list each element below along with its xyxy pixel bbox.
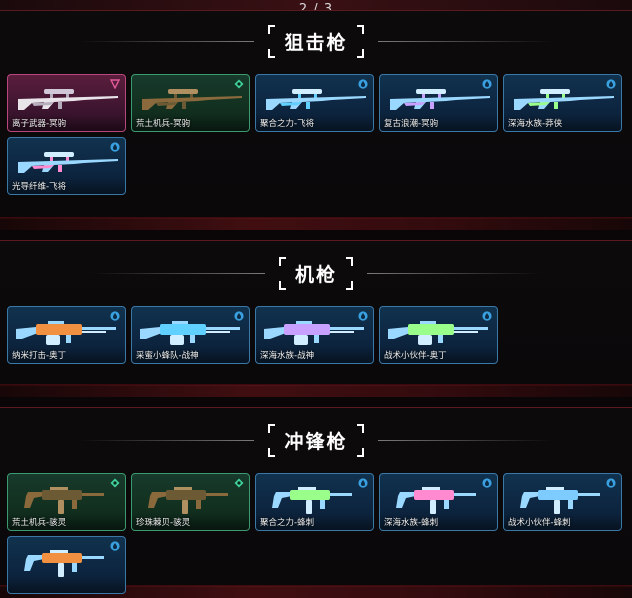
weapon-skin-card[interactable]: 离子武器-冥驹 bbox=[7, 74, 126, 132]
drop-badge-icon bbox=[110, 541, 120, 551]
sniper-rifle-icon bbox=[18, 89, 118, 110]
drop-badge-icon bbox=[358, 478, 368, 488]
weapon-skin-card[interactable]: 深海水族-莽侠 bbox=[503, 74, 622, 132]
weapon-skin-name: 纳米打击-奥丁 bbox=[12, 351, 67, 361]
smg-icon bbox=[272, 487, 352, 514]
divider-line bbox=[79, 40, 255, 42]
smg-icon bbox=[520, 487, 600, 514]
weapon-skin-name: 采蜜小蜂队-战神 bbox=[136, 351, 199, 361]
machine-gun-icon bbox=[140, 321, 240, 345]
drop-badge-icon bbox=[110, 311, 120, 321]
divider-line bbox=[79, 439, 255, 441]
section-machinegun: 机枪 纳米打击-奥丁 采蜜小蜂队-战神 bbox=[0, 240, 632, 397]
sniper-rifle-icon bbox=[390, 89, 490, 110]
divider-line bbox=[367, 272, 542, 274]
weapon-skin-card[interactable]: 战术小伙伴-蜂刺 bbox=[503, 473, 622, 531]
weapon-skin-card[interactable]: 复古浪潮-冥驹 bbox=[379, 74, 498, 132]
weapon-skin-name: 复古浪潮-冥驹 bbox=[384, 119, 439, 129]
drop-badge-icon bbox=[606, 478, 616, 488]
section-title: 狙击枪 bbox=[268, 24, 364, 58]
weapon-skin-card[interactable]: 聚合之力-飞将 bbox=[255, 74, 374, 132]
weapon-skin-name: 珍珠棘贝-骇灵 bbox=[136, 518, 191, 528]
section-header: 机枪 bbox=[0, 256, 632, 290]
weapon-skin-name: 光导纤维-飞将 bbox=[12, 182, 67, 192]
drop-badge-icon bbox=[110, 142, 120, 152]
drop-badge-icon bbox=[234, 311, 244, 321]
sniper-rifle-icon bbox=[514, 89, 614, 110]
drop-badge-icon bbox=[358, 311, 368, 321]
smg-icon bbox=[148, 487, 228, 514]
section-title-text: 机枪 bbox=[294, 263, 337, 286]
weapon-skin-card[interactable]: 采蜜小蜂队-战神 bbox=[131, 306, 250, 364]
section-sniper: 狙击枪 离子武器-冥驹 荒土机兵-冥驹 bbox=[0, 10, 632, 230]
weapon-skin-card[interactable]: 聚合之力-蜂刺 bbox=[255, 473, 374, 531]
machine-gun-icon bbox=[264, 321, 364, 345]
diamond-badge-icon bbox=[234, 79, 244, 89]
drop-badge-icon bbox=[482, 79, 492, 89]
weapon-skin-card[interactable]: 珍珠棘贝-骇灵 bbox=[131, 473, 250, 531]
diamond-badge-icon bbox=[110, 478, 120, 488]
divider-line bbox=[89, 272, 265, 274]
weapon-skin-card[interactable] bbox=[7, 536, 126, 594]
smg-icon bbox=[24, 550, 104, 577]
section-title-text: 狙击枪 bbox=[284, 31, 348, 54]
weapon-skin-name: 战术小伙伴-奥丁 bbox=[384, 351, 447, 361]
weapon-skin-name: 聚合之力-蜂刺 bbox=[260, 518, 315, 528]
section-title: 冲锋枪 bbox=[268, 423, 364, 457]
machine-gun-icon bbox=[16, 321, 116, 345]
diamond-badge-icon bbox=[234, 478, 244, 488]
weapon-skin-card[interactable]: 深海水族-战神 bbox=[255, 306, 374, 364]
section-smg: 冲锋枪 荒土机兵-骇灵 珍珠棘贝-骇灵 聚合之力-蜂刺 bbox=[0, 407, 632, 598]
smg-icon bbox=[24, 487, 104, 514]
weapon-skin-card[interactable]: 荒土机兵-骇灵 bbox=[7, 473, 126, 531]
weapon-skin-name: 荒土机兵-冥驹 bbox=[136, 119, 191, 129]
weapon-skin-name: 聚合之力-飞将 bbox=[260, 119, 315, 129]
weapon-skin-name: 荒土机兵-骇灵 bbox=[12, 518, 67, 528]
weapon-skin-name: 深海水族-莽侠 bbox=[508, 119, 563, 129]
weapon-skin-name: 深海水族-蜂刺 bbox=[384, 518, 439, 528]
weapon-skin-name: 战术小伙伴-蜂刺 bbox=[508, 518, 571, 528]
machine-gun-icon bbox=[388, 321, 488, 345]
section-header: 冲锋枪 bbox=[0, 423, 632, 457]
drop-badge-icon bbox=[482, 478, 492, 488]
drop-badge-icon bbox=[482, 311, 492, 321]
drop-badge-icon bbox=[606, 79, 616, 89]
triangle-badge-icon bbox=[110, 79, 120, 89]
sniper-rifle-icon bbox=[18, 152, 118, 173]
drop-badge-icon bbox=[358, 79, 368, 89]
weapon-skin-card[interactable]: 深海水族-蜂刺 bbox=[379, 473, 498, 531]
weapon-skin-name: 离子武器-冥驹 bbox=[12, 119, 67, 129]
weapon-skin-card[interactable]: 荒土机兵-冥驹 bbox=[131, 74, 250, 132]
weapon-skin-card[interactable]: 光导纤维-飞将 bbox=[7, 137, 126, 195]
divider-line bbox=[377, 439, 553, 441]
weapon-skin-name: 深海水族-战神 bbox=[260, 351, 315, 361]
section-header: 狙击枪 bbox=[0, 24, 632, 58]
smg-icon bbox=[396, 487, 476, 514]
sniper-rifle-icon bbox=[266, 89, 366, 110]
weapon-skin-card[interactable]: 战术小伙伴-奥丁 bbox=[379, 306, 498, 364]
divider-line bbox=[377, 40, 553, 42]
section-title-text: 冲锋枪 bbox=[284, 430, 348, 453]
section-title: 机枪 bbox=[278, 256, 353, 290]
top-bar bbox=[0, 0, 632, 10]
sniper-rifle-icon bbox=[142, 89, 242, 110]
weapon-skin-card[interactable]: 纳米打击-奥丁 bbox=[7, 306, 126, 364]
